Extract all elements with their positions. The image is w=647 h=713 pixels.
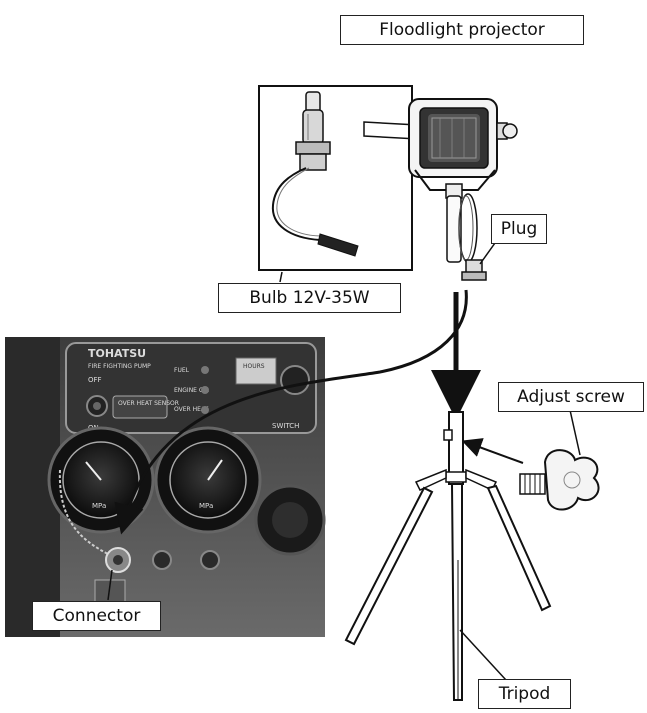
hours-label: HOURS [243,363,265,370]
adjust-screw-illustration [520,450,599,509]
overheat-sensor-label: OVER HEAT SENSOR [118,400,179,407]
main-switch [281,366,309,394]
arrow-screw-to-tripod [471,444,523,463]
bulb-inset [259,86,412,270]
label-tripod: Tripod [478,679,571,709]
label-adjust-screw: Adjust screw [498,382,644,412]
leader-tripod [460,630,506,680]
control-panel-photo: TOHATSU FIRE FIGHTING PUMP OFF ON OVER H… [5,337,325,637]
leader-adjust-screw [570,410,580,455]
gauge-right-unit: MPa [199,502,213,510]
fuel-label: FUEL [174,367,190,374]
label-connector: Connector [32,601,161,631]
hour-meter [236,358,276,384]
panel-off: OFF [88,376,102,384]
leader-plug [480,243,495,264]
gauge-left-unit: MPa [92,502,106,510]
panel-subtitle: FIRE FIGHTING PUMP [88,363,151,370]
leader-bulb [280,272,282,282]
label-bulb: Bulb 12V-35W [218,283,401,313]
panel-brand: TOHATSU [88,347,146,360]
label-plug: Plug [491,214,547,244]
label-floodlight-projector: Floodlight projector [340,15,584,45]
floodlight-projector-illustration [409,99,517,280]
tripod-illustration [346,412,550,700]
switch-label: SWITCH [272,422,299,430]
